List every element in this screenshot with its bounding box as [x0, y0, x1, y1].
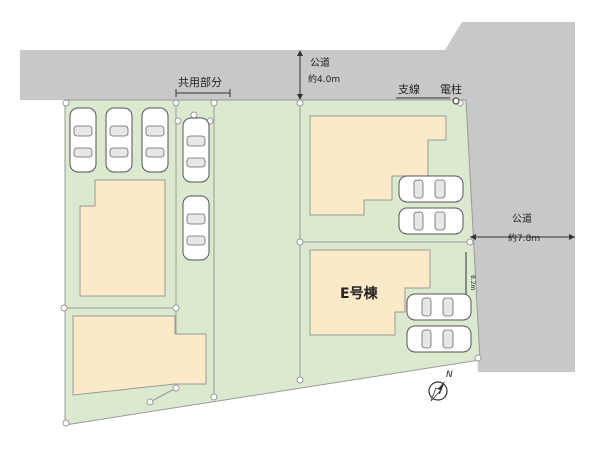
building-e	[309, 249, 431, 336]
car-icon	[406, 293, 472, 321]
car-icon	[398, 207, 464, 235]
compass-icon	[428, 381, 448, 402]
car-icon	[398, 175, 464, 203]
east-road-dimension	[470, 234, 575, 240]
north-road-width: 約4.0m	[308, 73, 340, 85]
building-a	[79, 179, 166, 297]
north-road-name: 公道	[310, 56, 330, 69]
shared-area-label: 共用部分	[178, 75, 222, 89]
utility-pole-label: 電柱	[440, 82, 462, 96]
building-b	[72, 315, 207, 396]
building-d	[309, 115, 447, 216]
compass-north-label: N	[446, 370, 453, 380]
lot-e-label: E号棟	[340, 285, 379, 302]
stay-wire-label: 支線	[398, 82, 420, 96]
boundary-pins	[60, 99, 482, 427]
car-icon	[182, 117, 210, 183]
car-icon	[69, 107, 97, 173]
shared-area-bracket	[175, 89, 231, 97]
utility-pole-icon	[452, 97, 460, 105]
parking-cars	[69, 107, 472, 353]
car-icon	[141, 107, 169, 173]
east-road-width: 約7.8m	[508, 232, 540, 244]
car-icon	[406, 325, 472, 353]
north-road-dimension	[297, 50, 303, 100]
car-icon	[182, 195, 210, 261]
car-icon	[105, 107, 133, 173]
north-road	[20, 22, 575, 372]
frontage-label: 8.2m	[469, 275, 476, 291]
east-road-name: 公道	[512, 212, 532, 225]
